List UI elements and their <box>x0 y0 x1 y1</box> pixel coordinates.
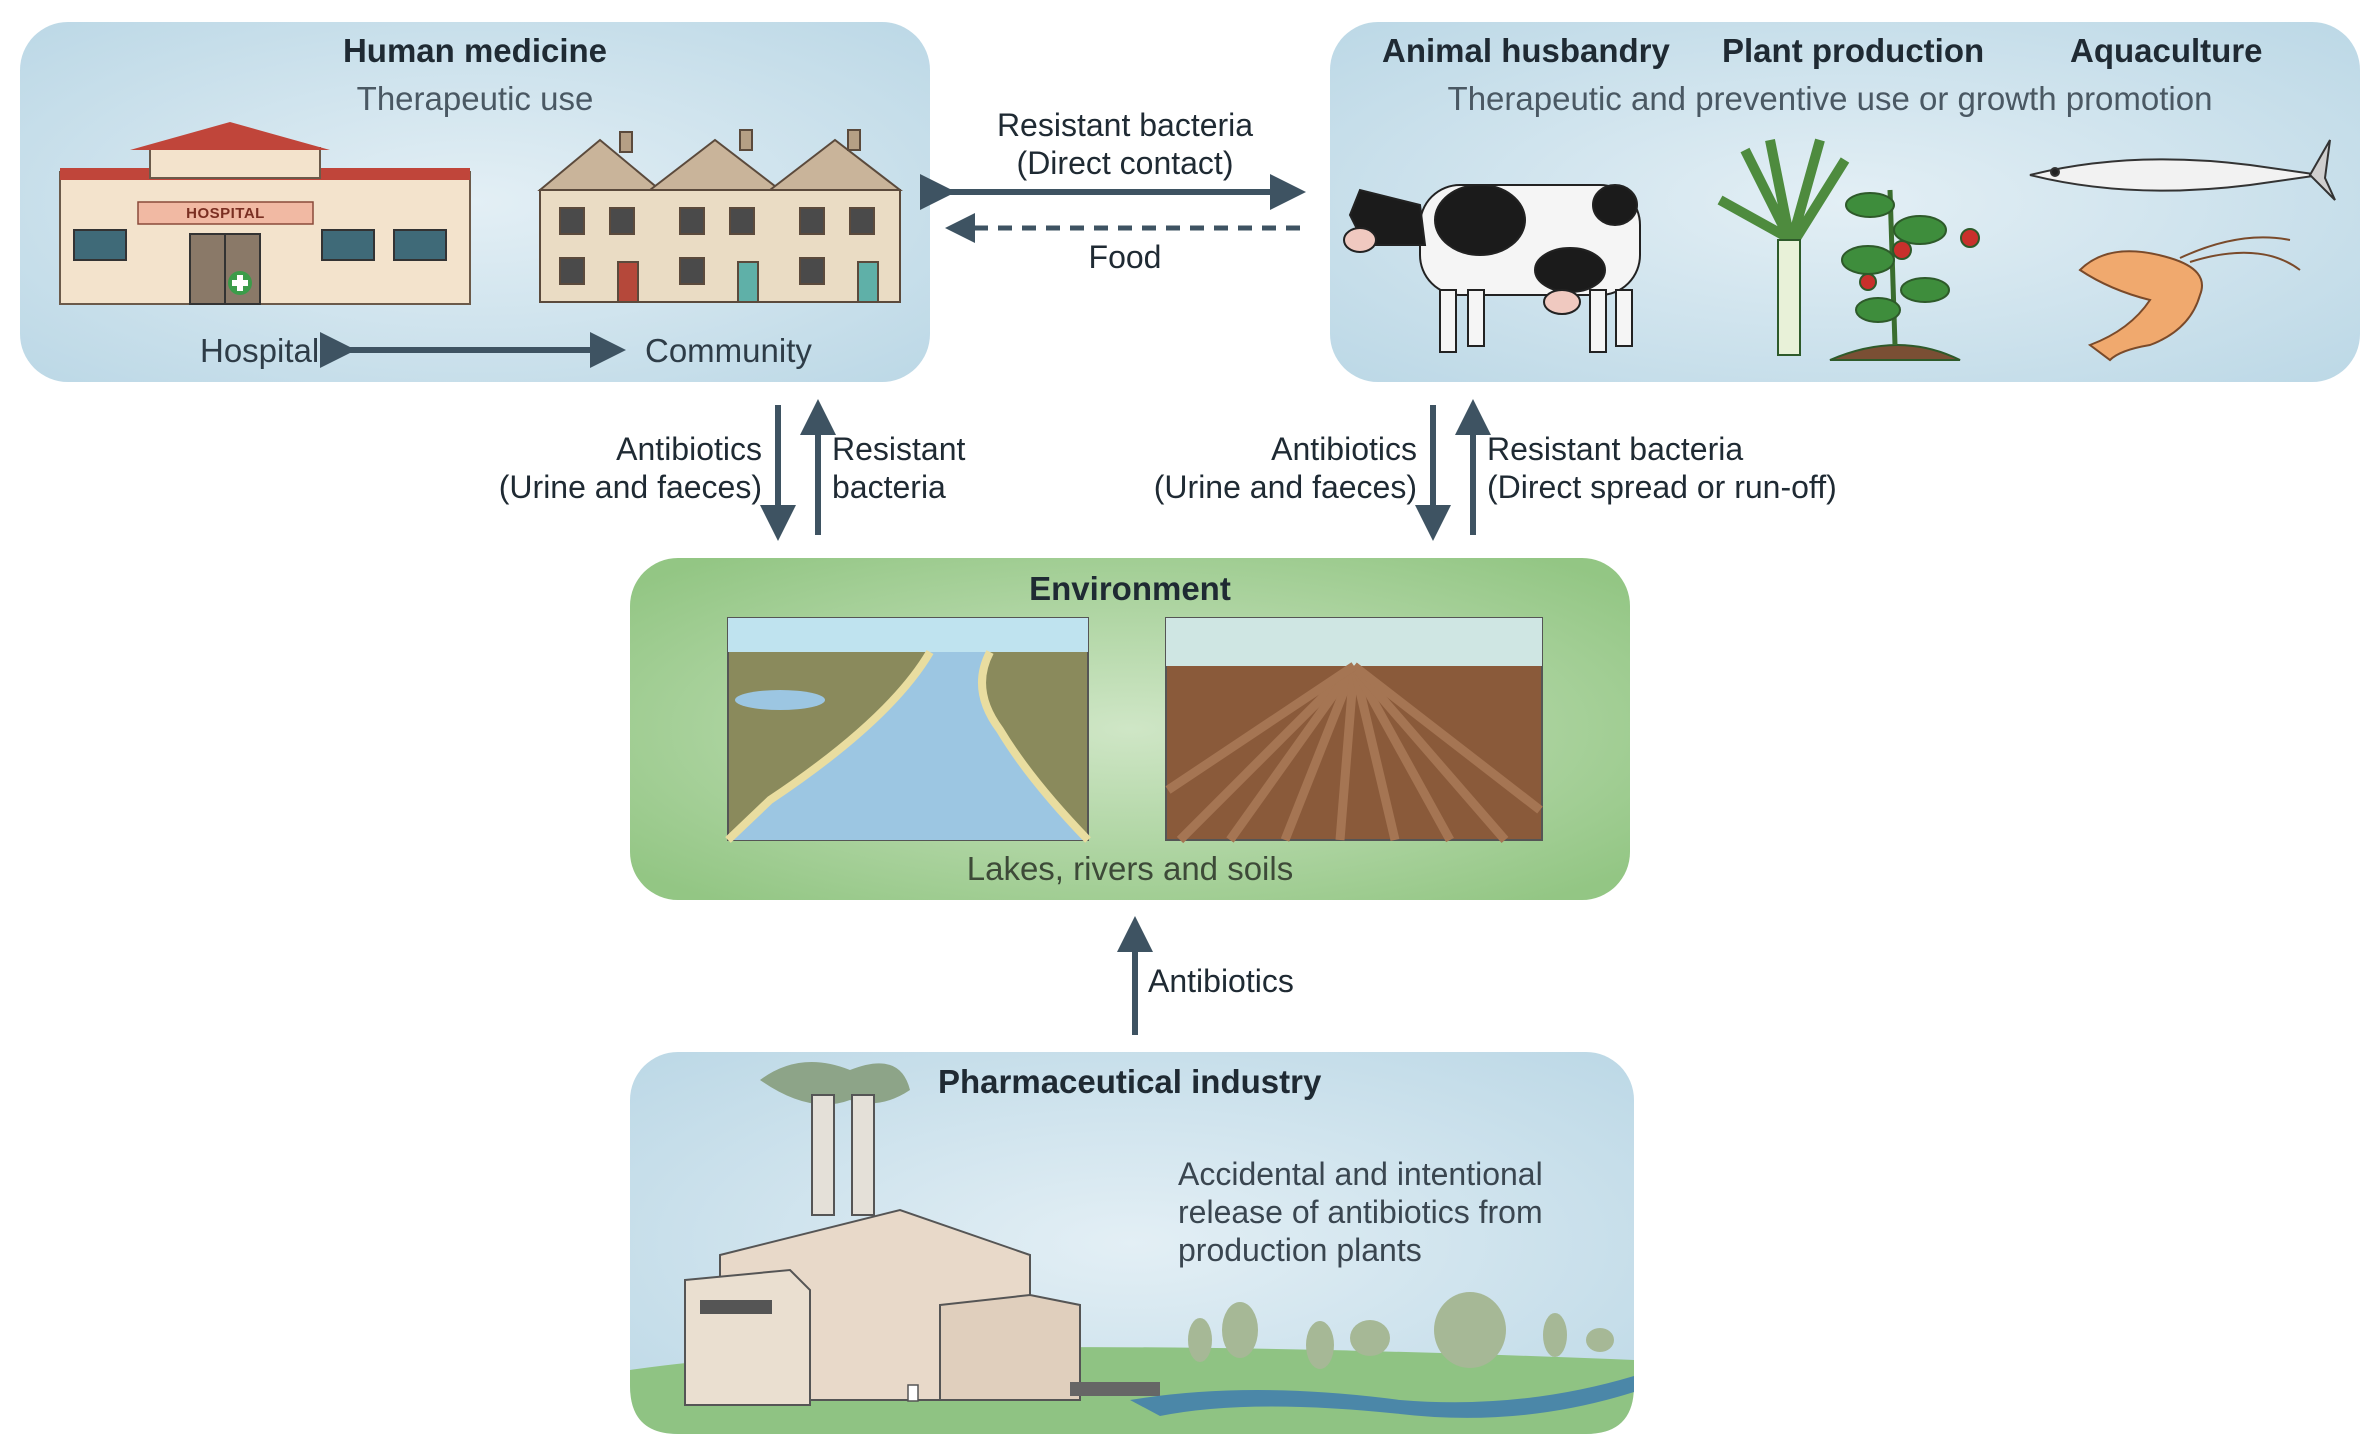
hospital-illustration <box>59 122 471 305</box>
left-resistant-line1: Resistant <box>832 431 966 467</box>
left-antibiotics-label: Antibiotics (Urine and faeces) <box>440 430 762 506</box>
fish-illustration <box>2029 139 2336 201</box>
pharma-desc-line1: Accidental and intentional <box>1178 1156 1543 1192</box>
right-resistant-line1: Resistant bacteria <box>1487 431 1744 467</box>
factory-illustration <box>630 1062 1634 1434</box>
human-medicine-title: Human medicine <box>342 32 608 69</box>
animal-husbandry-title: Animal husbandry <box>1382 32 1670 69</box>
animal-plant-subtitle: Therapeutic and preventive use or growth… <box>1447 80 2213 117</box>
pharma-desc-line2: release of antibiotics from <box>1178 1194 1543 1230</box>
direct-contact-label: Resistant bacteria (Direct contact) <box>960 106 1290 182</box>
aquaculture-title: Aquaculture <box>2070 32 2263 69</box>
environment-title: Environment <box>1029 570 1231 607</box>
river-illustration <box>725 617 1091 843</box>
community-houses-illustration <box>537 129 903 303</box>
pharma-antibiotics-label: Antibiotics <box>1148 963 1294 999</box>
left-resistant-label: Resistant bacteria <box>832 430 965 506</box>
right-resistant-line2: (Direct spread or run-off) <box>1487 469 1837 505</box>
soil-field-illustration <box>1165 617 1543 844</box>
plant-illustration <box>1717 138 1980 361</box>
hospital-label: Hospital <box>200 332 320 369</box>
pharma-desc-line3: production plants <box>1178 1232 1422 1268</box>
cow-illustration <box>1343 184 1641 353</box>
right-antibiotics-label: Antibiotics (Urine and faeces) <box>1095 430 1417 506</box>
right-antibiotics-line1: Antibiotics <box>1271 431 1417 467</box>
food-label: Food <box>1088 239 1162 275</box>
right-antibiotics-line2: (Urine and faeces) <box>1153 469 1417 505</box>
right-resistant-label: Resistant bacteria (Direct spread or run… <box>1487 430 1837 506</box>
left-antibiotics-line2: (Urine and faeces) <box>498 469 762 505</box>
hospital-sign: HOSPITAL <box>186 205 265 222</box>
human-medicine-subtitle: Therapeutic use <box>356 80 594 117</box>
community-label: Community <box>645 332 812 369</box>
pharma-title: Pharmaceutical industry <box>938 1063 1322 1100</box>
direct-contact-line1: Resistant bacteria <box>996 107 1254 143</box>
left-resistant-line2: bacteria <box>832 469 946 505</box>
shrimp-illustration <box>2078 236 2301 362</box>
left-antibiotics-line1: Antibiotics <box>616 431 762 467</box>
environment-caption: Lakes, rivers and soils <box>966 850 1294 887</box>
direct-contact-line2: (Direct contact) <box>1016 145 1234 181</box>
plant-production-title: Plant production <box>1722 32 1985 69</box>
pharma-description: Accidental and intentional release of an… <box>1178 1155 1543 1269</box>
